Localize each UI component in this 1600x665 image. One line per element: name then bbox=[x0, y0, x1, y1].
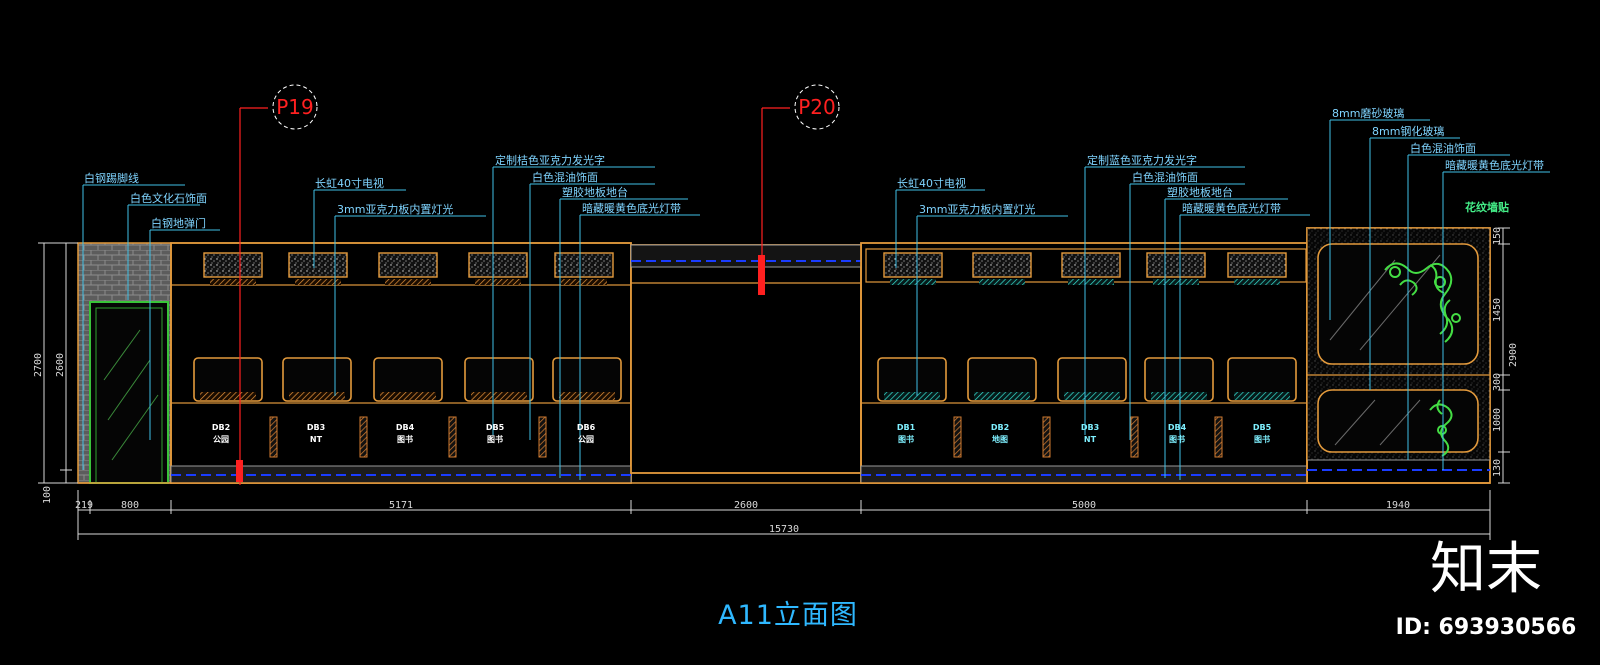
right-light-panels bbox=[883, 252, 1287, 285]
dim-2700: 2700 bbox=[33, 353, 44, 377]
dim-150: 150 bbox=[1492, 227, 1503, 245]
section-markers: P19 P20 bbox=[236, 84, 840, 485]
annot-left-3: 白钢地弹门 bbox=[151, 216, 206, 230]
dim-1940: 1940 bbox=[1386, 500, 1410, 511]
annot-left-2: 白色文化石饰面 bbox=[130, 191, 207, 205]
annot-rm-1: 长虹40寸电视 bbox=[897, 176, 966, 190]
dim-130: 130 bbox=[1492, 459, 1503, 477]
room-r5-code: DB5 bbox=[1253, 423, 1272, 432]
room-l5-name: 公园 bbox=[578, 435, 594, 444]
dim-5000: 5000 bbox=[1072, 500, 1096, 511]
room-l1-code: DB2 bbox=[212, 423, 230, 432]
leaders bbox=[82, 119, 1550, 480]
annot-cl-2: 白色混油饰面 bbox=[532, 170, 598, 184]
room-l2-code: DB3 bbox=[307, 423, 325, 432]
marker-p19: P19 bbox=[276, 95, 314, 119]
annot-cr-4: 暗藏暖黄色底光灯带 bbox=[1182, 201, 1281, 215]
room-labels-right: DB1 图书 DB2 地图 DB3 NT DB4 图书 DB5 图书 bbox=[897, 423, 1272, 444]
annot-cr-3: 塑胶地板地台 bbox=[1167, 185, 1233, 199]
room-l4-name: 图书 bbox=[487, 434, 503, 444]
marker-p20: P20 bbox=[798, 95, 836, 119]
room-r4-name: 图书 bbox=[1169, 434, 1185, 444]
annot-fr-4: 暗藏暖黄色底光灯带 bbox=[1445, 158, 1544, 172]
annot-fr-1: 8mm磨砂玻璃 bbox=[1332, 106, 1404, 120]
annot-cl-3: 塑胶地板地台 bbox=[562, 185, 628, 199]
left-dividers bbox=[269, 416, 547, 458]
dim-2900: 2900 bbox=[1508, 343, 1519, 367]
right-cabinet bbox=[860, 242, 1308, 484]
glass-partition bbox=[1306, 227, 1491, 484]
vertical-dimensions bbox=[38, 227, 1510, 484]
room-r4-code: DB4 bbox=[1168, 423, 1187, 432]
dim-219: 219 bbox=[75, 500, 93, 511]
room-r1-name: 图书 bbox=[898, 434, 914, 444]
watermark: 知末 ID: 693930566 bbox=[1396, 537, 1577, 640]
vertical-dimension-text: 2700 2600 100 150 1450 2900 1000 300 130 bbox=[33, 227, 1519, 504]
room-r3-code: DB3 bbox=[1081, 423, 1099, 432]
dim-5171: 5171 bbox=[389, 500, 413, 511]
annot-cl-1: 定制桔色亚克力发光字 bbox=[495, 153, 605, 167]
room-r2-name: 地图 bbox=[992, 434, 1008, 444]
annot-fr-2: 8mm钢化玻璃 bbox=[1372, 124, 1444, 138]
left-light-panels bbox=[203, 252, 614, 285]
room-l3-code: DB4 bbox=[396, 423, 415, 432]
center-opening bbox=[630, 244, 862, 474]
right-tvs bbox=[877, 357, 1297, 402]
right-dividers bbox=[953, 416, 1223, 458]
room-labels-left: DB2 公园 DB3 NT DB4 图书 DB5 图书 DB6 公园 bbox=[212, 423, 596, 444]
annot-lm-2: 3mm亚克力板内置灯光 bbox=[337, 202, 453, 216]
dim-300: 300 bbox=[1492, 373, 1503, 391]
room-l5-code: DB6 bbox=[577, 423, 596, 432]
annot-cl-4: 暗藏暖黄色底光灯带 bbox=[582, 201, 681, 215]
dim-800: 800 bbox=[121, 500, 139, 511]
annotation-text: 白钢踢脚线 白色文化石饰面 白钢地弹门 长虹40寸电视 3mm亚克力板内置灯光 … bbox=[84, 106, 1544, 230]
dim-2600-v: 2600 bbox=[55, 353, 66, 377]
annot-lm-1: 长虹40寸电视 bbox=[315, 176, 384, 190]
horizontal-dimension-text: 219 800 5171 2600 5000 1940 15730 bbox=[75, 500, 1410, 535]
room-l2-name: NT bbox=[310, 435, 323, 444]
annot-cr-1: 定制蓝色亚克力发光字 bbox=[1087, 153, 1197, 167]
horizontal-dimensions bbox=[77, 490, 1491, 540]
annot-rm-2: 3mm亚克力板内置灯光 bbox=[919, 202, 1035, 216]
left-entrance bbox=[77, 242, 172, 484]
room-r5-name: 图书 bbox=[1254, 434, 1270, 444]
dim-2600: 2600 bbox=[734, 500, 758, 511]
watermark-logo: 知末 bbox=[1430, 537, 1542, 602]
annot-sticker: 花纹墙贴 bbox=[1465, 200, 1509, 214]
room-r3-name: NT bbox=[1084, 435, 1097, 444]
watermark-id: ID: 693930566 bbox=[1396, 615, 1577, 640]
left-tvs bbox=[193, 357, 622, 402]
room-r1-code: DB1 bbox=[897, 423, 916, 432]
dim-1450: 1450 bbox=[1492, 298, 1503, 322]
room-r2-code: DB2 bbox=[991, 423, 1009, 432]
room-l3-name: 图书 bbox=[397, 434, 413, 444]
left-cabinet bbox=[170, 242, 632, 484]
glass-door bbox=[89, 301, 169, 484]
drawing-title: A11立面图 bbox=[718, 600, 858, 631]
annot-cr-2: 白色混油饰面 bbox=[1132, 170, 1198, 184]
room-l4-code: DB5 bbox=[486, 423, 505, 432]
room-l1-name: 公园 bbox=[213, 435, 229, 444]
annot-fr-3: 白色混油饰面 bbox=[1410, 141, 1476, 155]
dim-1000: 1000 bbox=[1492, 408, 1503, 432]
annot-left-1: 白钢踢脚线 bbox=[84, 171, 139, 185]
dim-100: 100 bbox=[42, 486, 53, 504]
dim-total: 15730 bbox=[769, 524, 799, 535]
floral-wall-sticker bbox=[1384, 262, 1461, 457]
